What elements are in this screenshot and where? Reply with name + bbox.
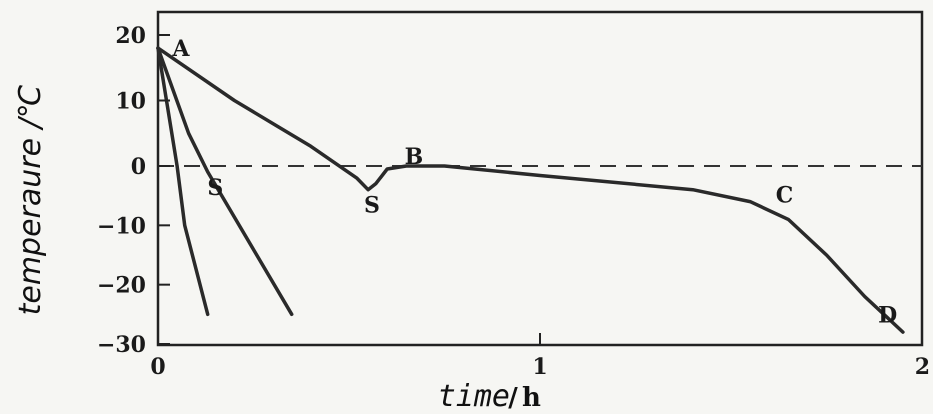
point-annotation-b: B [405,144,424,170]
plot-frame [156,10,924,347]
y-tick-label: −30 [97,332,146,358]
series-line-1 [156,46,210,317]
point-annotation-c: C [776,182,794,208]
y-axis-label: temperaure /℃ [13,84,48,315]
x-axis-label: time [438,379,510,414]
x-axis-unit: h [522,383,541,413]
series-line-2 [156,46,294,317]
point-annotation-a: A [171,36,190,62]
y-tick-label: −20 [97,273,146,299]
y-tick-label: 0 [131,154,146,180]
x-tick-label: 1 [532,354,547,380]
point-annotation-d: D [878,302,897,328]
y-tick-label: 10 [115,89,146,115]
point-annotation-s: S [364,193,380,219]
point-annotation-s: S [207,175,223,201]
y-tick-label: 20 [115,23,146,49]
series-line-3 [156,46,905,334]
y-tick-label: −10 [97,213,146,239]
x-axis-unit-slash: / [508,383,518,413]
x-tick-label: 0 [150,354,165,380]
x-tick-label: 2 [915,354,930,380]
